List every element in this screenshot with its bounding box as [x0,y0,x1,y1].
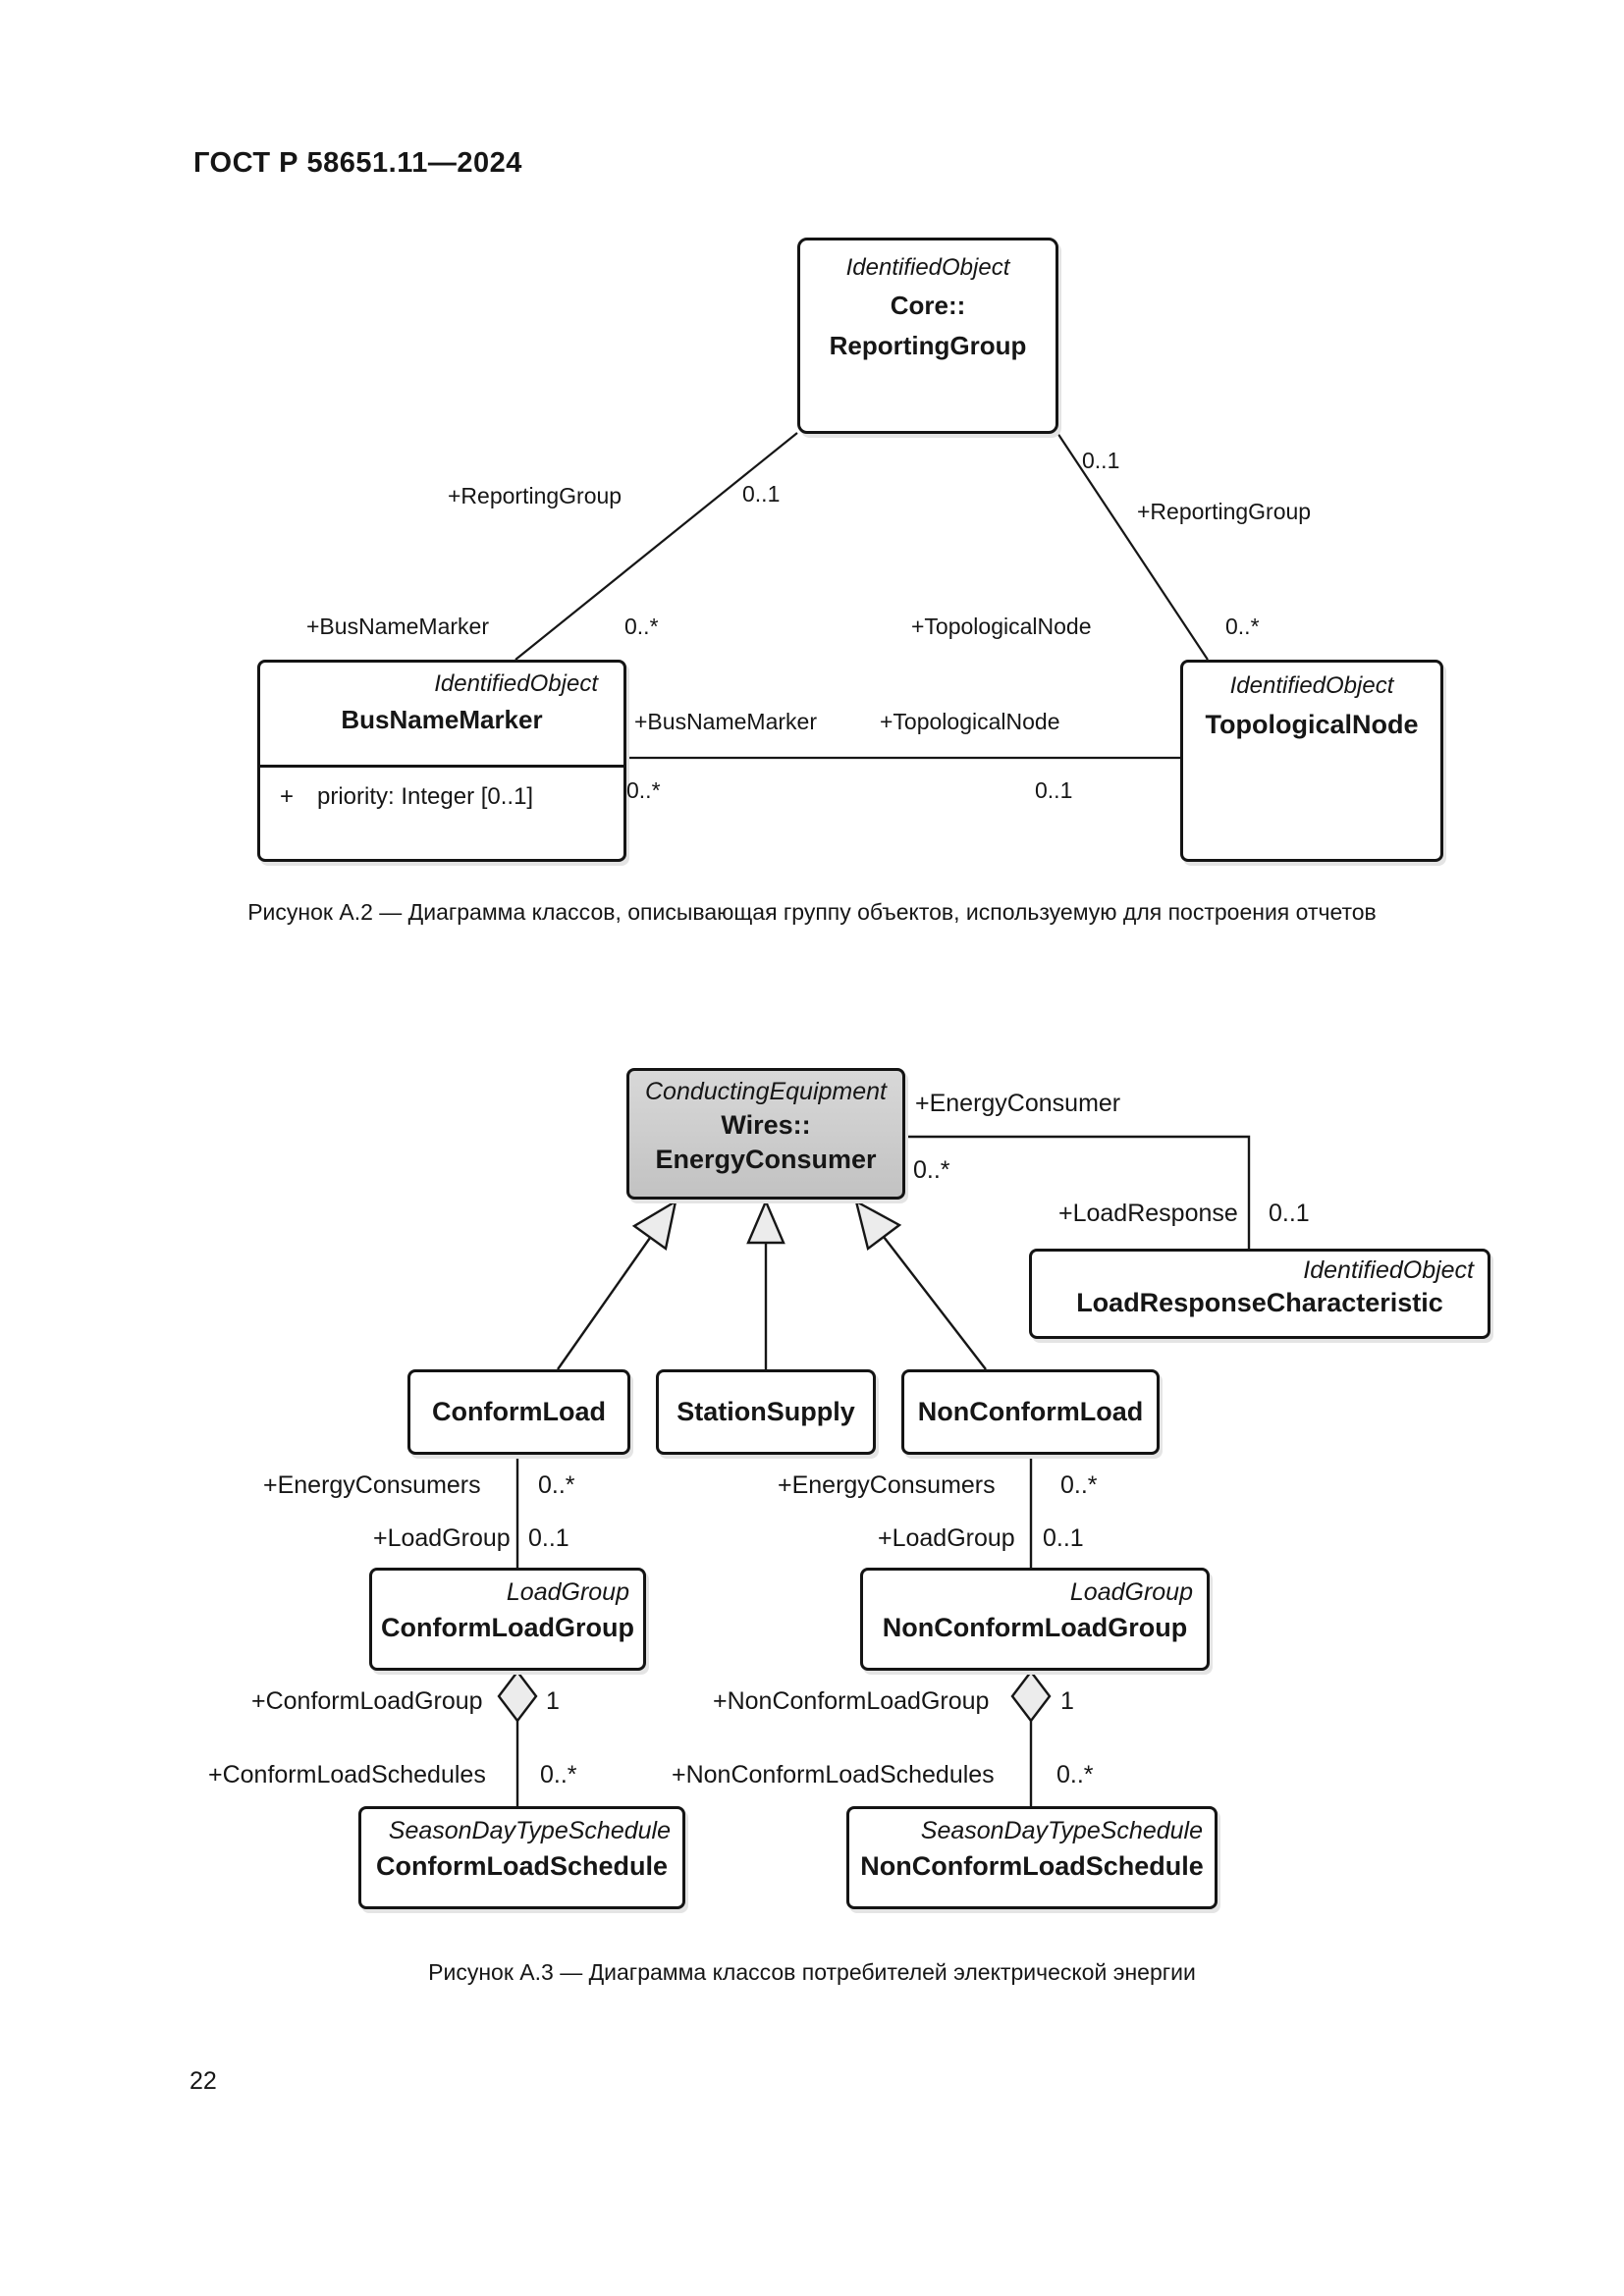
class-box-topological-node: IdentifiedObject TopologicalNode [1180,660,1443,862]
role-label: +BusNameMarker [634,709,817,734]
role-label: +ConformLoadGroup [251,1687,483,1715]
class-name: ConformLoadGroup [381,1612,634,1642]
class-namespace: Wires:: [721,1109,811,1140]
role-label: +LoadResponse [1058,1200,1238,1227]
multiplicity-label: 1 [546,1687,560,1715]
class-box-conform-load-group: LoadGroup ConformLoadGroup [369,1568,646,1671]
class-box-non-conform-load: NonConformLoad [901,1369,1160,1455]
class-box-conform-load: ConformLoad [407,1369,630,1455]
class-name: BusNameMarker [341,704,543,734]
multiplicity-label: 0..* [626,777,661,803]
generalization-triangle-icon [746,1198,785,1245]
class-name: StationSupply [677,1396,855,1426]
class-title-compartment: IdentifiedObject BusNameMarker [260,663,623,768]
multiplicity-label: 0..* [538,1471,575,1499]
multiplicity-label: 0..1 [1269,1200,1310,1227]
class-name: NonConformLoadSchedule [860,1850,1204,1881]
class-name: LoadResponseCharacteristic [1076,1287,1443,1317]
role-label: +TopologicalNode [911,614,1092,639]
role-label: +NonConformLoadSchedules [672,1761,995,1789]
multiplicity-label: 0..* [1056,1761,1094,1789]
stereotype-label: SeasonDayTypeSchedule [920,1817,1203,1844]
aggregation-diamond-icon [497,1670,538,1723]
multiplicity-label: 0..1 [1082,448,1120,473]
page-number: 22 [189,2067,217,2095]
multiplicity-label: 0..* [913,1156,950,1184]
multiplicity-label: 0..1 [1043,1524,1084,1552]
attribute-visibility: + [280,783,295,810]
aggregation-diamond-icon [1010,1670,1052,1723]
multiplicity-label: 0..1 [528,1524,569,1552]
multiplicity-label: 1 [1060,1687,1074,1715]
class-box-energy-consumer: ConductingEquipment Wires:: EnergyConsum… [626,1068,905,1200]
role-label: +ConformLoadSchedules [208,1761,486,1789]
stereotype-label: LoadGroup [506,1578,629,1606]
gen-line-conformload [557,1237,651,1370]
role-label: +LoadGroup [878,1524,1015,1552]
stereotype-label: ConductingEquipment [645,1078,887,1105]
stereotype-label: SeasonDayTypeSchedule [388,1817,671,1844]
class-box-bus-name-marker: IdentifiedObject BusNameMarker + priority… [257,660,626,862]
class-name: NonConformLoadGroup [882,1612,1188,1642]
stereotype-label: IdentifiedObject [1229,672,1394,699]
attribute-row: + priority: Integer [0..1] [260,768,623,811]
role-label: +LoadGroup [373,1524,511,1552]
role-label: +EnergyConsumers [263,1471,481,1499]
figure-a2-caption: Рисунок А.2 — Диаграмма классов, описыва… [247,899,1377,925]
multiplicity-label: 0..* [540,1761,577,1789]
multiplicity-label: 0..* [1060,1471,1098,1499]
stereotype-label: IdentifiedObject [434,670,598,697]
class-box-non-conform-load-group: LoadGroup NonConformLoadGroup [860,1568,1210,1671]
class-name: NonConformLoad [917,1396,1144,1426]
role-label: +ReportingGroup [1137,499,1312,524]
class-box-conform-load-schedule: SeasonDayTypeSchedule ConformLoadSchedul… [358,1806,685,1909]
role-label: +TopologicalNode [880,709,1060,734]
class-name: TopologicalNode [1205,709,1419,739]
multiplicity-label: 0..* [1225,614,1260,639]
class-name: EnergyConsumer [655,1144,877,1174]
multiplicity-label: 0..1 [1035,777,1073,803]
role-label: +NonConformLoadGroup [713,1687,990,1715]
attribute-text: priority: Integer [0..1] [317,783,534,810]
multiplicity-label: 0..1 [742,481,781,507]
class-name: ReportingGroup [829,331,1027,361]
page-header: ГОСТ Р 58651.11—2024 [193,147,522,179]
assoc-line-energyconsumer-loadresponse [905,1135,1251,1249]
class-box-station-supply: StationSupply [656,1369,876,1455]
role-label: +ReportingGroup [448,483,623,508]
gen-line-nonconformload [883,1236,987,1370]
class-box-reporting-group: IdentifiedObject Core:: ReportingGroup [797,238,1058,434]
class-name: ConformLoadSchedule [375,1850,668,1881]
stereotype-label: IdentifiedObject [845,254,1010,281]
generalization-triangle-icon [631,1199,677,1252]
class-namespace: Core:: [890,290,966,320]
stereotype-label: IdentifiedObject [1303,1256,1474,1284]
class-name: ConformLoad [432,1396,606,1426]
generalization-triangle-icon [854,1199,902,1252]
class-box-load-response-characteristic: IdentifiedObject LoadResponseCharacteris… [1029,1249,1490,1339]
multiplicity-label: 0..* [624,614,659,639]
stereotype-label: LoadGroup [1069,1578,1193,1606]
class-box-non-conform-load-schedule: SeasonDayTypeSchedule NonConformLoadSche… [846,1806,1218,1909]
role-label: +BusNameMarker [306,614,489,639]
role-label: +EnergyConsumer [915,1090,1121,1117]
figure-a3-caption: Рисунок А.3 — Диаграмма классов потребит… [428,1959,1196,1985]
role-label: +EnergyConsumers [778,1471,996,1499]
